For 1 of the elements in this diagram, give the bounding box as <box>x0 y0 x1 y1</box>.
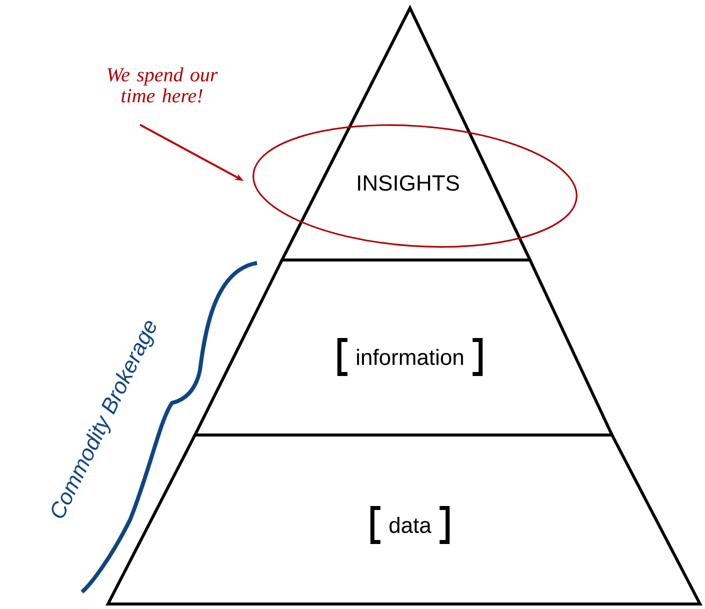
handwritten-note: We spend our time here! <box>108 67 218 103</box>
